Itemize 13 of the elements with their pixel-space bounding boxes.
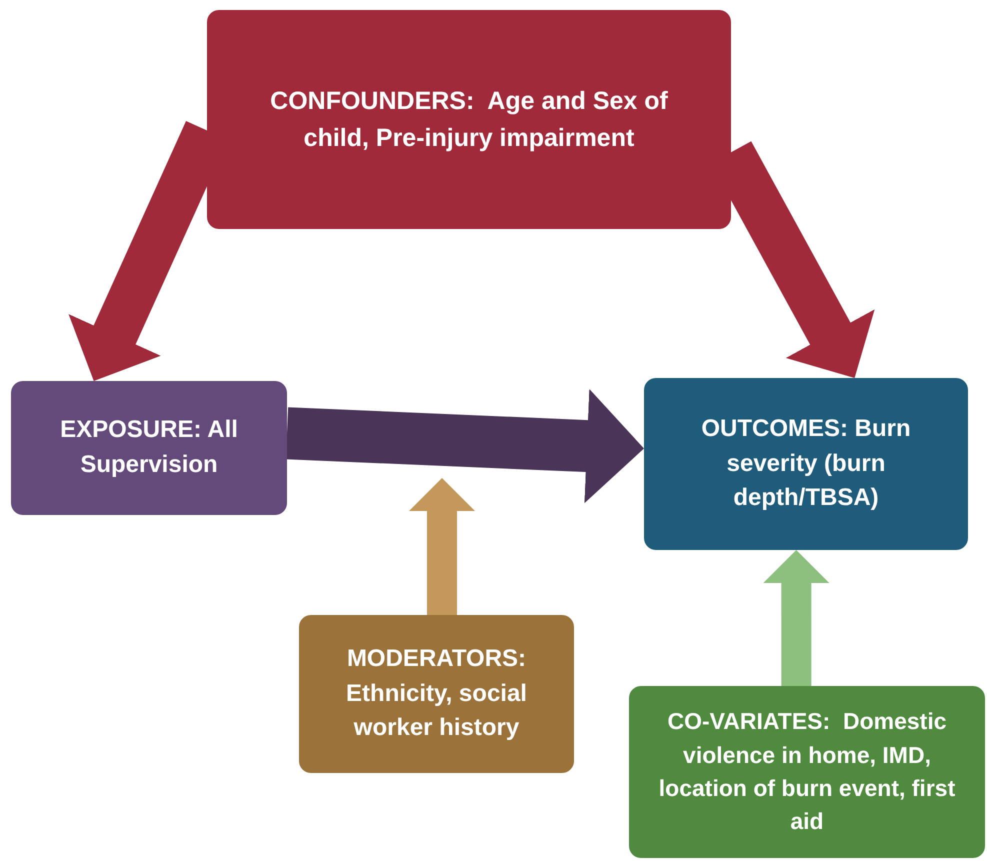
category-box <box>11 381 287 515</box>
block-arrow <box>286 388 646 504</box>
box-text: EXPOSURE: All Supervision <box>59 415 239 480</box>
block-arrow <box>763 550 830 686</box>
category-box <box>299 615 574 773</box>
box-text: CO-VARIATES: Domestic violence in home, IMD, location of burn event, first aid <box>658 707 956 836</box>
block-arrow <box>409 478 475 615</box>
category-box <box>207 10 731 229</box>
box-text: MODERATORS: Ethnicity, social worker history <box>345 644 528 744</box>
category-box <box>644 378 968 550</box>
box-text: OUTCOMES: Burn severity (burn depth/TBSA) <box>700 414 912 514</box>
box-text: CONFOUNDERS: Age and Sex of child, Pre-injury impairment <box>269 86 669 154</box>
category-box <box>629 686 985 858</box>
